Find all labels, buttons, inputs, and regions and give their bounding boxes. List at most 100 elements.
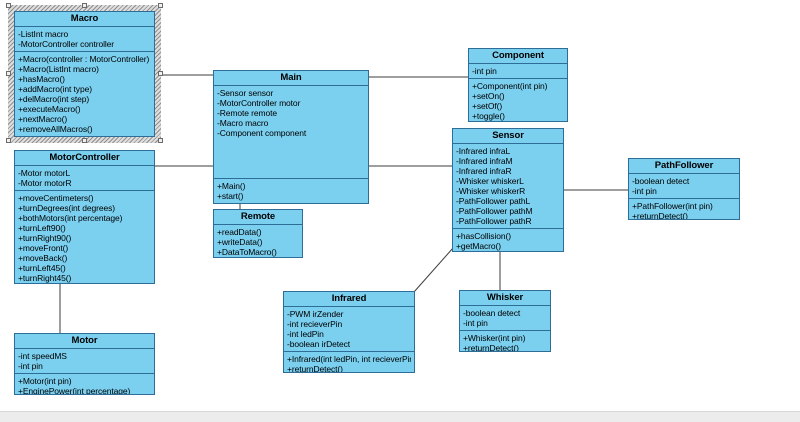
class-title: Infrared xyxy=(284,292,414,307)
selection-handle-w[interactable] xyxy=(6,71,11,76)
class-title: Main xyxy=(214,71,368,86)
class-attributes: -PWM irZender-int recieverPin-int ledPin… xyxy=(284,307,414,352)
class-member: +turnLeft90() xyxy=(18,223,66,233)
class-component[interactable]: Component -int pin +Component(int pin)+s… xyxy=(468,48,568,122)
class-member: +Main() xyxy=(217,181,246,191)
class-member: +executeMacro() xyxy=(18,104,81,114)
class-methods: +hasCollision()+getMacro() xyxy=(453,229,563,251)
class-whisker[interactable]: Whisker -boolean detect-int pin +Whisker… xyxy=(459,290,551,352)
class-member: +turnDegrees(int degrees) xyxy=(18,203,115,213)
class-member: +hasMacro() xyxy=(18,74,65,84)
class-member: +bothMotors(int percentage) xyxy=(18,213,123,223)
class-attributes: -ListInt macro-MotorController controlle… xyxy=(15,27,154,52)
selection-handle-se[interactable] xyxy=(158,138,163,143)
class-member: +Motor(int pin) xyxy=(18,376,72,386)
class-member: -Whisker whiskerR xyxy=(456,186,526,196)
class-member: +nextMacro() xyxy=(18,114,68,124)
class-member: +setOn() xyxy=(472,91,505,101)
class-attributes: -Infrared infraL-Infrared infraM-Infrare… xyxy=(453,144,563,229)
class-title: Component xyxy=(469,49,567,64)
class-member: -int speedMS xyxy=(18,351,67,361)
class-member: -ListInt macro xyxy=(18,29,69,39)
class-infrared[interactable]: Infrared -PWM irZender-int recieverPin-i… xyxy=(283,291,415,373)
class-member: -int pin xyxy=(18,361,43,371)
selection-handle-n[interactable] xyxy=(82,3,87,8)
class-member: +PathFollower(int pin) xyxy=(632,201,713,211)
class-methods: +Motor(int pin)+EnginePower(int percenta… xyxy=(15,374,154,394)
class-title: MotorController xyxy=(15,151,154,166)
class-member: -int pin xyxy=(632,186,657,196)
class-member: +turnRight45() xyxy=(18,273,72,283)
class-remote[interactable]: Remote +readData()+writeData()+DataToMac… xyxy=(213,209,303,258)
class-member: +hasCollision() xyxy=(456,231,511,241)
class-member: -Infrared infraM xyxy=(456,156,513,166)
class-member: -PWM irZender xyxy=(287,309,344,319)
class-title: Macro xyxy=(15,12,154,27)
class-member: -Infrared infraR xyxy=(456,166,512,176)
class-attributes: -boolean detect-int pin xyxy=(629,174,739,199)
class-attributes: -Motor motorL-Motor motorR xyxy=(15,166,154,191)
class-methods: +Macro(controller : MotorController)+Mac… xyxy=(15,52,154,136)
class-member: +returnDetect() xyxy=(463,343,519,352)
class-motorcontroller[interactable]: MotorController -Motor motorL-Motor moto… xyxy=(14,150,155,284)
class-sensor[interactable]: Sensor -Infrared infraL-Infrared infraM-… xyxy=(452,128,564,252)
connector-sensor-infrared[interactable] xyxy=(413,247,454,293)
class-member: +delMacro(int step) xyxy=(18,94,90,104)
class-macro[interactable]: Macro -ListInt macro-MotorController con… xyxy=(14,11,155,137)
class-member: +Macro(controller : MotorController) xyxy=(18,54,150,64)
class-member: -Infrared infraL xyxy=(456,146,511,156)
class-motor[interactable]: Motor -int speedMS-int pin +Motor(int pi… xyxy=(14,333,155,395)
class-member: +moveBack() xyxy=(18,253,68,263)
class-attributes: -int pin xyxy=(469,64,567,79)
class-member: +getMacro() xyxy=(456,241,501,251)
class-methods: +Whisker(int pin)+returnDetect() xyxy=(460,331,550,352)
class-member: -boolean irDetect xyxy=(287,339,351,349)
class-member: +returnDetect() xyxy=(287,364,343,373)
class-member: +setOf() xyxy=(472,101,503,111)
class-methods: +PathFollower(int pin)+returnDetect() xyxy=(629,199,739,219)
canvas-edge xyxy=(0,411,800,422)
class-member: -PathFollower pathM xyxy=(456,206,533,216)
class-member: +start() xyxy=(217,191,244,201)
selection-handle-s[interactable] xyxy=(82,138,87,143)
class-member: +moveCentimeters() xyxy=(18,193,94,203)
class-member: +moveFront() xyxy=(18,243,69,253)
class-member: +removeAllMacros() xyxy=(18,124,93,134)
class-member: -Sensor sensor xyxy=(217,88,274,98)
class-member: -boolean detect xyxy=(463,308,521,318)
class-member: -Remote remote xyxy=(217,108,278,118)
class-member: +toggle() xyxy=(472,111,505,121)
class-member: +writeData() xyxy=(217,237,263,247)
class-member: -Whisker whiskerL xyxy=(456,176,524,186)
class-methods: +Main()+start() xyxy=(214,179,368,203)
class-member: +Infrared(int ledPin, int recieverPin) xyxy=(287,354,411,364)
class-title: Remote xyxy=(214,210,302,225)
class-member: -PathFollower pathL xyxy=(456,196,531,206)
class-member: -int recieverPin xyxy=(287,319,343,329)
class-methods: +Component(int pin)+setOn()+setOf()+togg… xyxy=(469,79,567,121)
class-member: +turnLeft45() xyxy=(18,263,66,273)
class-member: -PathFollower pathR xyxy=(456,216,532,226)
class-methods: +readData()+writeData()+DataToMacro() xyxy=(214,225,302,257)
selection-handle-ne[interactable] xyxy=(158,3,163,8)
class-pathfollower[interactable]: PathFollower -boolean detect-int pin +Pa… xyxy=(628,158,740,220)
class-member: -int pin xyxy=(472,66,497,76)
class-member: -boolean detect xyxy=(632,176,690,186)
class-member: +readData() xyxy=(217,227,262,237)
class-main[interactable]: Main -Sensor sensor-MotorController moto… xyxy=(213,70,369,204)
class-title: Sensor xyxy=(453,129,563,144)
class-member: -Motor motorL xyxy=(18,168,71,178)
class-member: -Component component xyxy=(217,128,307,138)
class-member: +Whisker(int pin) xyxy=(463,333,526,343)
selection-handle-e[interactable] xyxy=(158,71,163,76)
class-member: -int ledPin xyxy=(287,329,324,339)
class-methods: +Infrared(int ledPin, int recieverPin)+r… xyxy=(284,352,414,373)
class-title: Whisker xyxy=(460,291,550,306)
class-member: +Macro(ListInt macro) xyxy=(18,64,99,74)
class-member: -int pin xyxy=(463,318,488,328)
selection-handle-nw[interactable] xyxy=(6,3,11,8)
selection-handle-sw[interactable] xyxy=(6,138,11,143)
class-attributes: -Sensor sensor-MotorController motor-Rem… xyxy=(214,86,368,179)
